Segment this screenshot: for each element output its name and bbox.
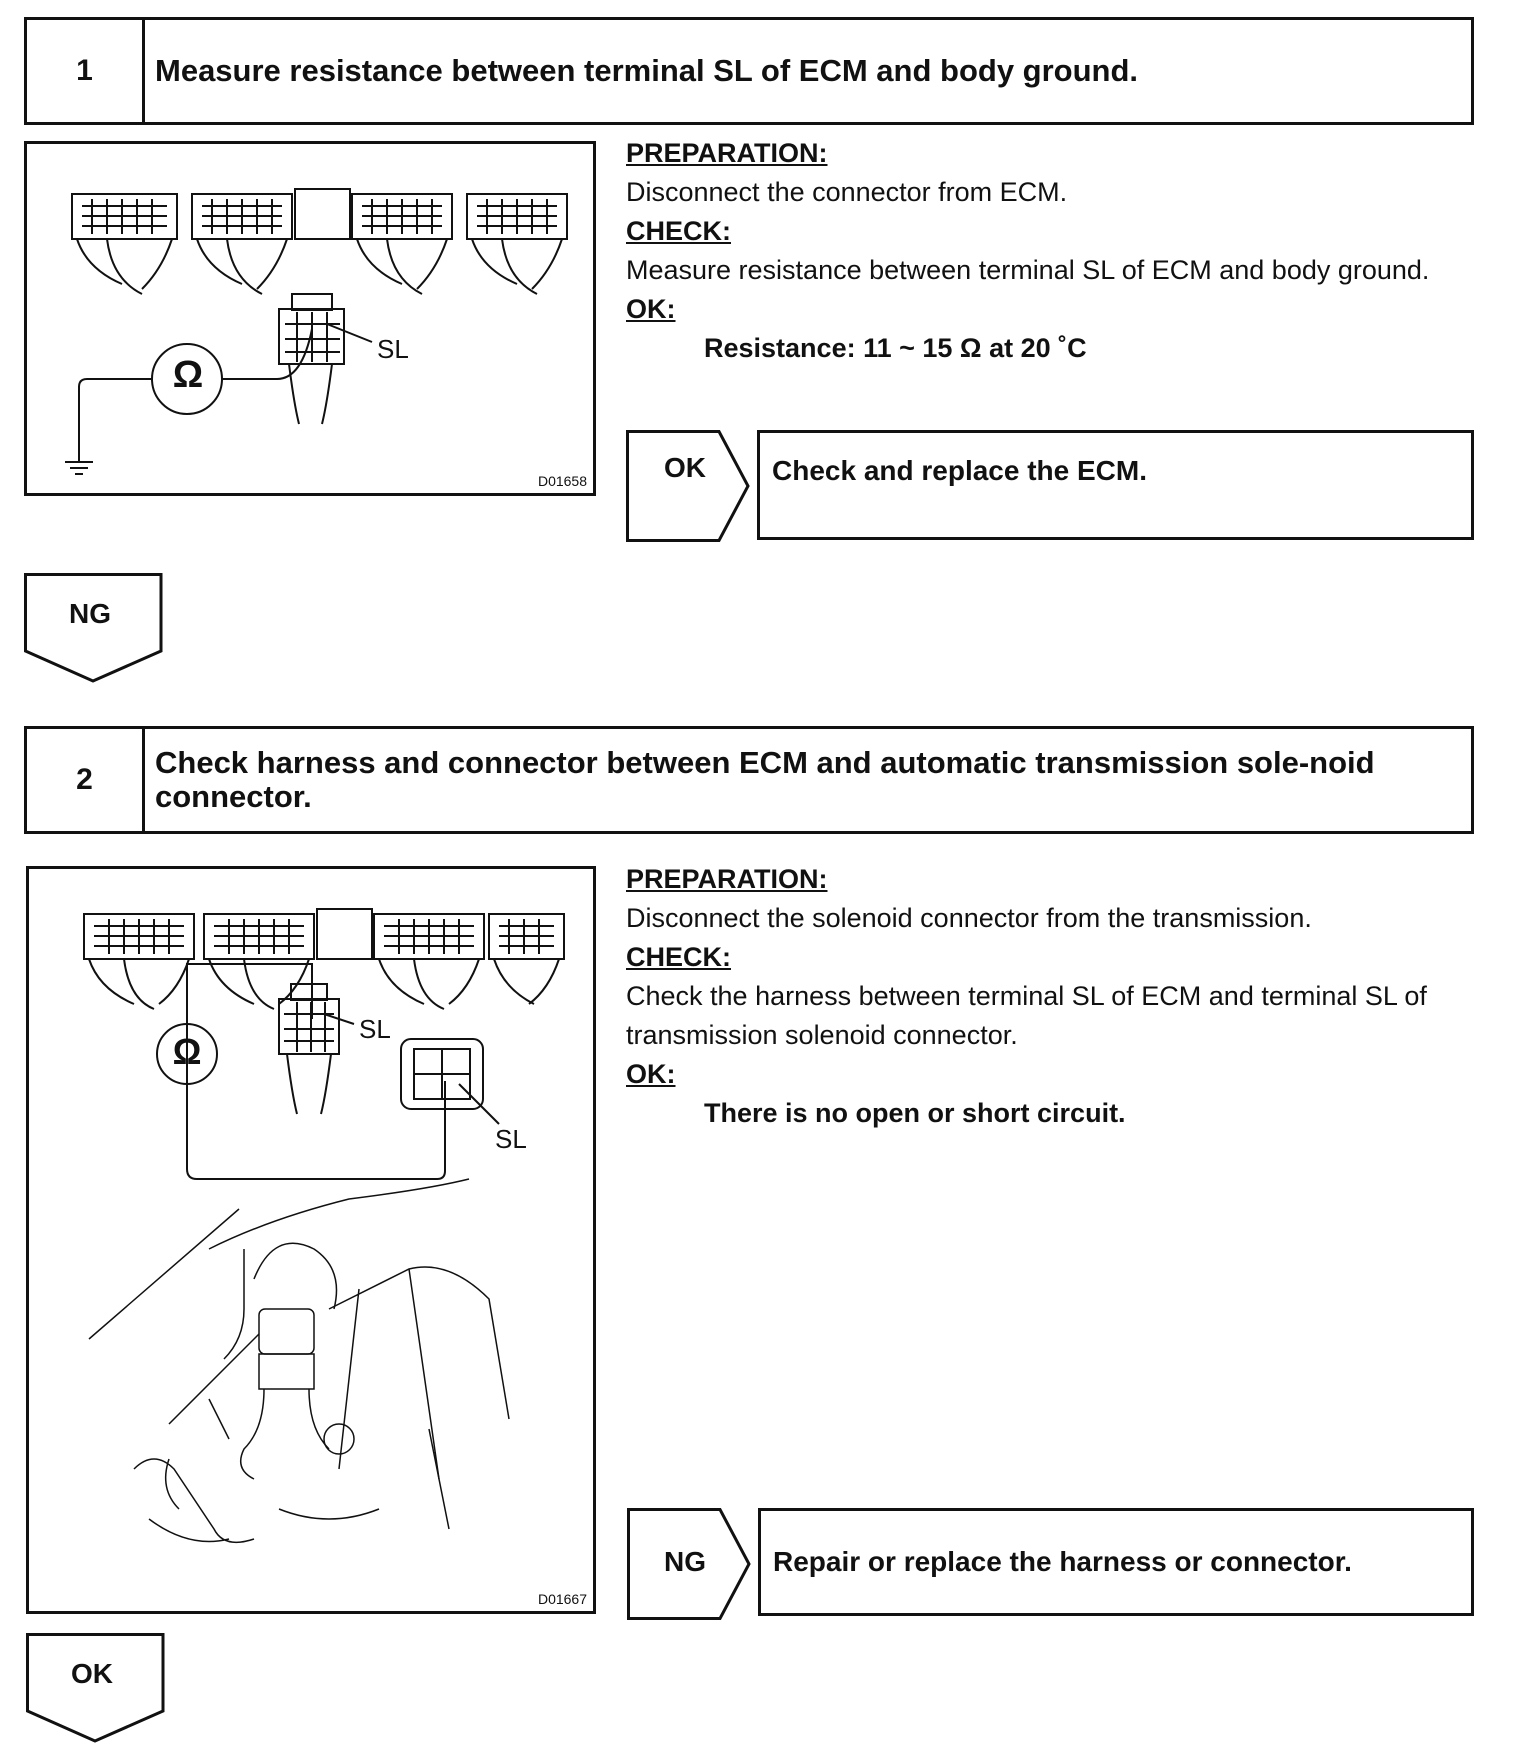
ok-arrow-shape bbox=[626, 430, 750, 542]
ecm-connector-icon bbox=[71, 188, 568, 295]
ok-heading: OK: bbox=[626, 294, 676, 324]
ng-result-text: Repair or replace the harness or connect… bbox=[773, 1546, 1352, 1577]
preparation-heading: PREPARATION: bbox=[626, 864, 828, 894]
step-1-title: Measure resistance between terminal SL o… bbox=[155, 53, 1139, 88]
preparation-text: Disconnect the solenoid connector from t… bbox=[626, 903, 1312, 933]
step-2-header: 2 Check harness and connector between EC… bbox=[24, 726, 1474, 834]
harness-check-diagram bbox=[83, 908, 565, 1544]
ng-arrow-shape bbox=[627, 1508, 751, 1620]
ok-down-arrow-shape bbox=[26, 1633, 165, 1743]
ok-arrow-label: OK bbox=[664, 452, 706, 483]
ok-heading: OK: bbox=[626, 1059, 676, 1089]
step-1-number: 1 bbox=[27, 20, 145, 122]
step-1-figure: Ω SL D01658 bbox=[24, 141, 596, 496]
ok-result-text: Check and replace the ECM. bbox=[772, 455, 1148, 486]
test-lead-loop bbox=[186, 963, 446, 1180]
ng-result-box: Repair or replace the harness or connect… bbox=[758, 1508, 1474, 1616]
terminal-label-sl-ecm: SL bbox=[359, 1014, 391, 1044]
ecm-resistance-diagram bbox=[65, 188, 568, 475]
step-2-title: Check harness and connector between ECM … bbox=[155, 745, 1375, 814]
ok-down-arrow-label: OK bbox=[71, 1658, 113, 1689]
terminal-label-sl: SL bbox=[377, 334, 409, 364]
check-heading: CHECK: bbox=[626, 942, 731, 972]
probe-lead bbox=[222, 328, 313, 380]
step-1-instructions: PREPARATION: Disconnect the connector fr… bbox=[626, 134, 1476, 368]
ohm-symbol: Ω bbox=[172, 1031, 202, 1072]
step-1-header: 1 Measure resistance between terminal SL… bbox=[24, 17, 1474, 125]
solenoid-connector-icon bbox=[400, 1038, 500, 1125]
step-2-instructions: PREPARATION: Disconnect the solenoid con… bbox=[626, 860, 1476, 1133]
figure-code: D01667 bbox=[537, 1591, 587, 1607]
check-heading: CHECK: bbox=[626, 216, 731, 246]
ground-symbol-icon bbox=[65, 461, 93, 475]
step-2-figure: Ω SL SL D01667 bbox=[26, 866, 596, 1614]
check-text: Measure resistance between terminal SL o… bbox=[626, 255, 1430, 285]
ground-lead bbox=[78, 378, 152, 462]
step-2-number: 2 bbox=[27, 729, 145, 831]
ok-spec: Resistance: 11 ~ 15 Ω at 20 ˚C bbox=[704, 333, 1087, 363]
ok-result-box: Check and replace the ECM. bbox=[757, 430, 1474, 540]
ohmmeter-icon bbox=[156, 1023, 218, 1085]
check-text: Check the harness between terminal SL of… bbox=[626, 981, 1427, 1050]
ng-arrow-label: NG bbox=[664, 1546, 706, 1577]
harness-connector-icon bbox=[278, 983, 355, 1115]
preparation-heading: PREPARATION: bbox=[626, 138, 828, 168]
ohm-symbol: Ω bbox=[172, 354, 204, 396]
terminal-label-sl-solenoid: SL bbox=[495, 1124, 527, 1154]
ok-spec: There is no open or short circuit. bbox=[704, 1098, 1126, 1128]
transmission-solenoid-illustration bbox=[88, 1178, 510, 1544]
ng-down-arrow-label: NG bbox=[69, 598, 111, 629]
preparation-text: Disconnect the connector from ECM. bbox=[626, 177, 1068, 207]
harness-connector-icon bbox=[278, 293, 373, 425]
ecm-connector-icon bbox=[83, 908, 565, 1010]
ng-down-arrow-shape bbox=[24, 573, 163, 683]
figure-code: D01658 bbox=[537, 473, 587, 489]
